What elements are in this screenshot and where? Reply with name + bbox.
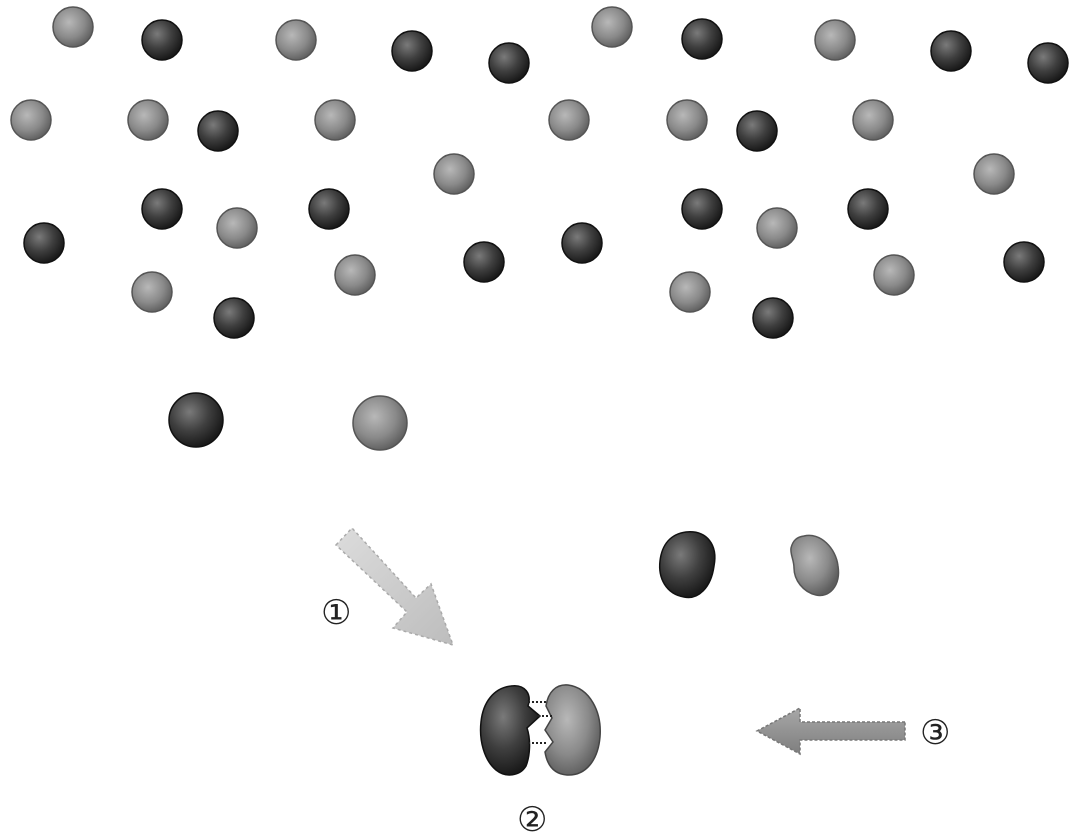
- dark-particle: [141, 188, 183, 230]
- dark-particle: [1003, 241, 1045, 283]
- light-particle: [852, 99, 894, 141]
- light-particle: [548, 99, 590, 141]
- large-light-particle: [352, 395, 408, 451]
- dark-particle: [681, 188, 723, 230]
- molecule-complex-icon: [479, 684, 601, 776]
- dark-particle: [681, 18, 723, 60]
- arrow-1-icon: [334, 526, 455, 647]
- light-particle: [334, 254, 376, 296]
- light-particle: [814, 19, 856, 61]
- light-particle: [131, 271, 173, 313]
- dark-particle: [752, 297, 794, 339]
- light-particle: [52, 6, 94, 48]
- particle-field: [10, 6, 1069, 339]
- light-particle: [216, 207, 258, 249]
- light-particle: [669, 271, 711, 313]
- dark-particle: [488, 42, 530, 84]
- light-particle: [10, 99, 52, 141]
- light-particle: [127, 99, 169, 141]
- light-particle: [756, 207, 798, 249]
- label-step-1: ①: [321, 593, 352, 633]
- dark-particle: [197, 110, 239, 152]
- light-particle: [275, 19, 317, 61]
- light-particle: [433, 153, 475, 195]
- arrow-3-icon: [755, 706, 906, 756]
- light-particle: [873, 254, 915, 296]
- dark-particle: [308, 188, 350, 230]
- dark-particle: [930, 30, 972, 72]
- dark-particle: [847, 188, 889, 230]
- light-particle: [314, 99, 356, 141]
- dark-particle: [736, 110, 778, 152]
- dark-particle: [561, 222, 603, 264]
- large-dark-particle: [168, 392, 224, 448]
- dark-particle: [1027, 42, 1069, 84]
- light-particle: [973, 153, 1015, 195]
- deformed-light-particle: [790, 534, 840, 597]
- label-step-3: ③: [920, 713, 951, 753]
- dark-particle: [463, 241, 505, 283]
- deformed-dark-particle: [658, 531, 716, 599]
- label-step-2: ②: [517, 800, 548, 840]
- dark-particle: [141, 19, 183, 61]
- dark-particle: [391, 30, 433, 72]
- dark-particle: [23, 222, 65, 264]
- light-particle: [591, 6, 633, 48]
- dark-particle: [213, 297, 255, 339]
- light-particle: [666, 99, 708, 141]
